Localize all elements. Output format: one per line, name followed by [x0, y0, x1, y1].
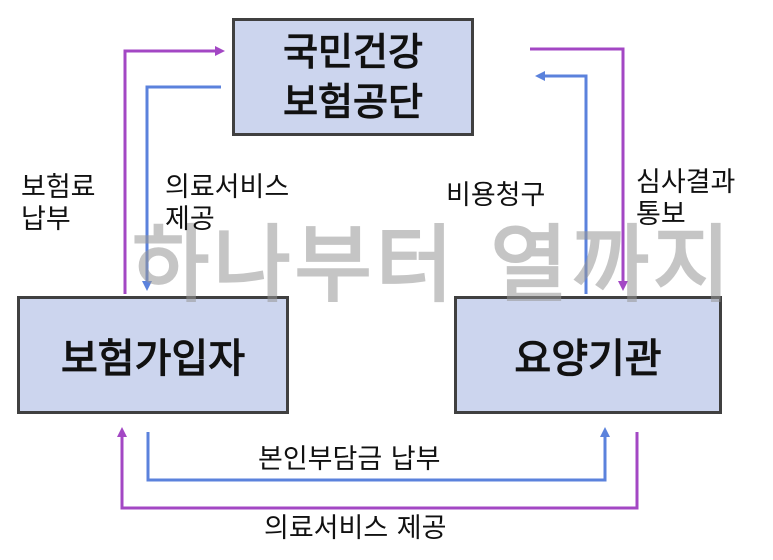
insured-node-label: 보험가입자: [61, 336, 245, 382]
arrow-medical-service-nhis: [142, 85, 221, 291]
arrow-cost-claim: [535, 71, 588, 294]
nhis-node-line1: 국민건강: [283, 30, 423, 74]
premium-payment-label-line1: 보험료: [21, 172, 96, 203]
cost-claim-label: 비용청구: [446, 180, 545, 212]
arrow-copayment: [146, 427, 610, 482]
nhis-node-line2: 보험공단: [283, 80, 423, 124]
review-result-label: 심사결과 통보: [636, 167, 735, 231]
medical-service-bottom-label: 의료서비스 제공: [264, 513, 447, 544]
nhis-node: 국민건강 보험공단: [232, 18, 474, 136]
review-result-label-line2: 통보: [636, 199, 686, 230]
premium-payment-label-line2: 납부: [21, 204, 71, 235]
review-result-label-line1: 심사결과: [636, 167, 736, 198]
cost-claim-label-line1: 비용청구: [446, 180, 546, 211]
arrow-medical-service-bottom: [117, 427, 639, 510]
medical-service-nhis-label-line1: 의료서비스: [165, 172, 290, 203]
insured-node: 보험가입자: [17, 296, 289, 414]
premium-payment-label: 보험료 납부: [21, 172, 96, 236]
provider-node-label: 요양기관: [514, 336, 662, 382]
medical-service-nhis-label: 의료서비스 제공: [165, 172, 289, 236]
arrow-review-result: [530, 47, 628, 291]
medical-service-nhis-label-line2: 제공: [165, 204, 215, 235]
provider-node: 요양기관: [454, 296, 722, 414]
arrow-premium-payment: [123, 46, 225, 294]
copayment-label: 본인부담금 납부: [258, 444, 441, 475]
